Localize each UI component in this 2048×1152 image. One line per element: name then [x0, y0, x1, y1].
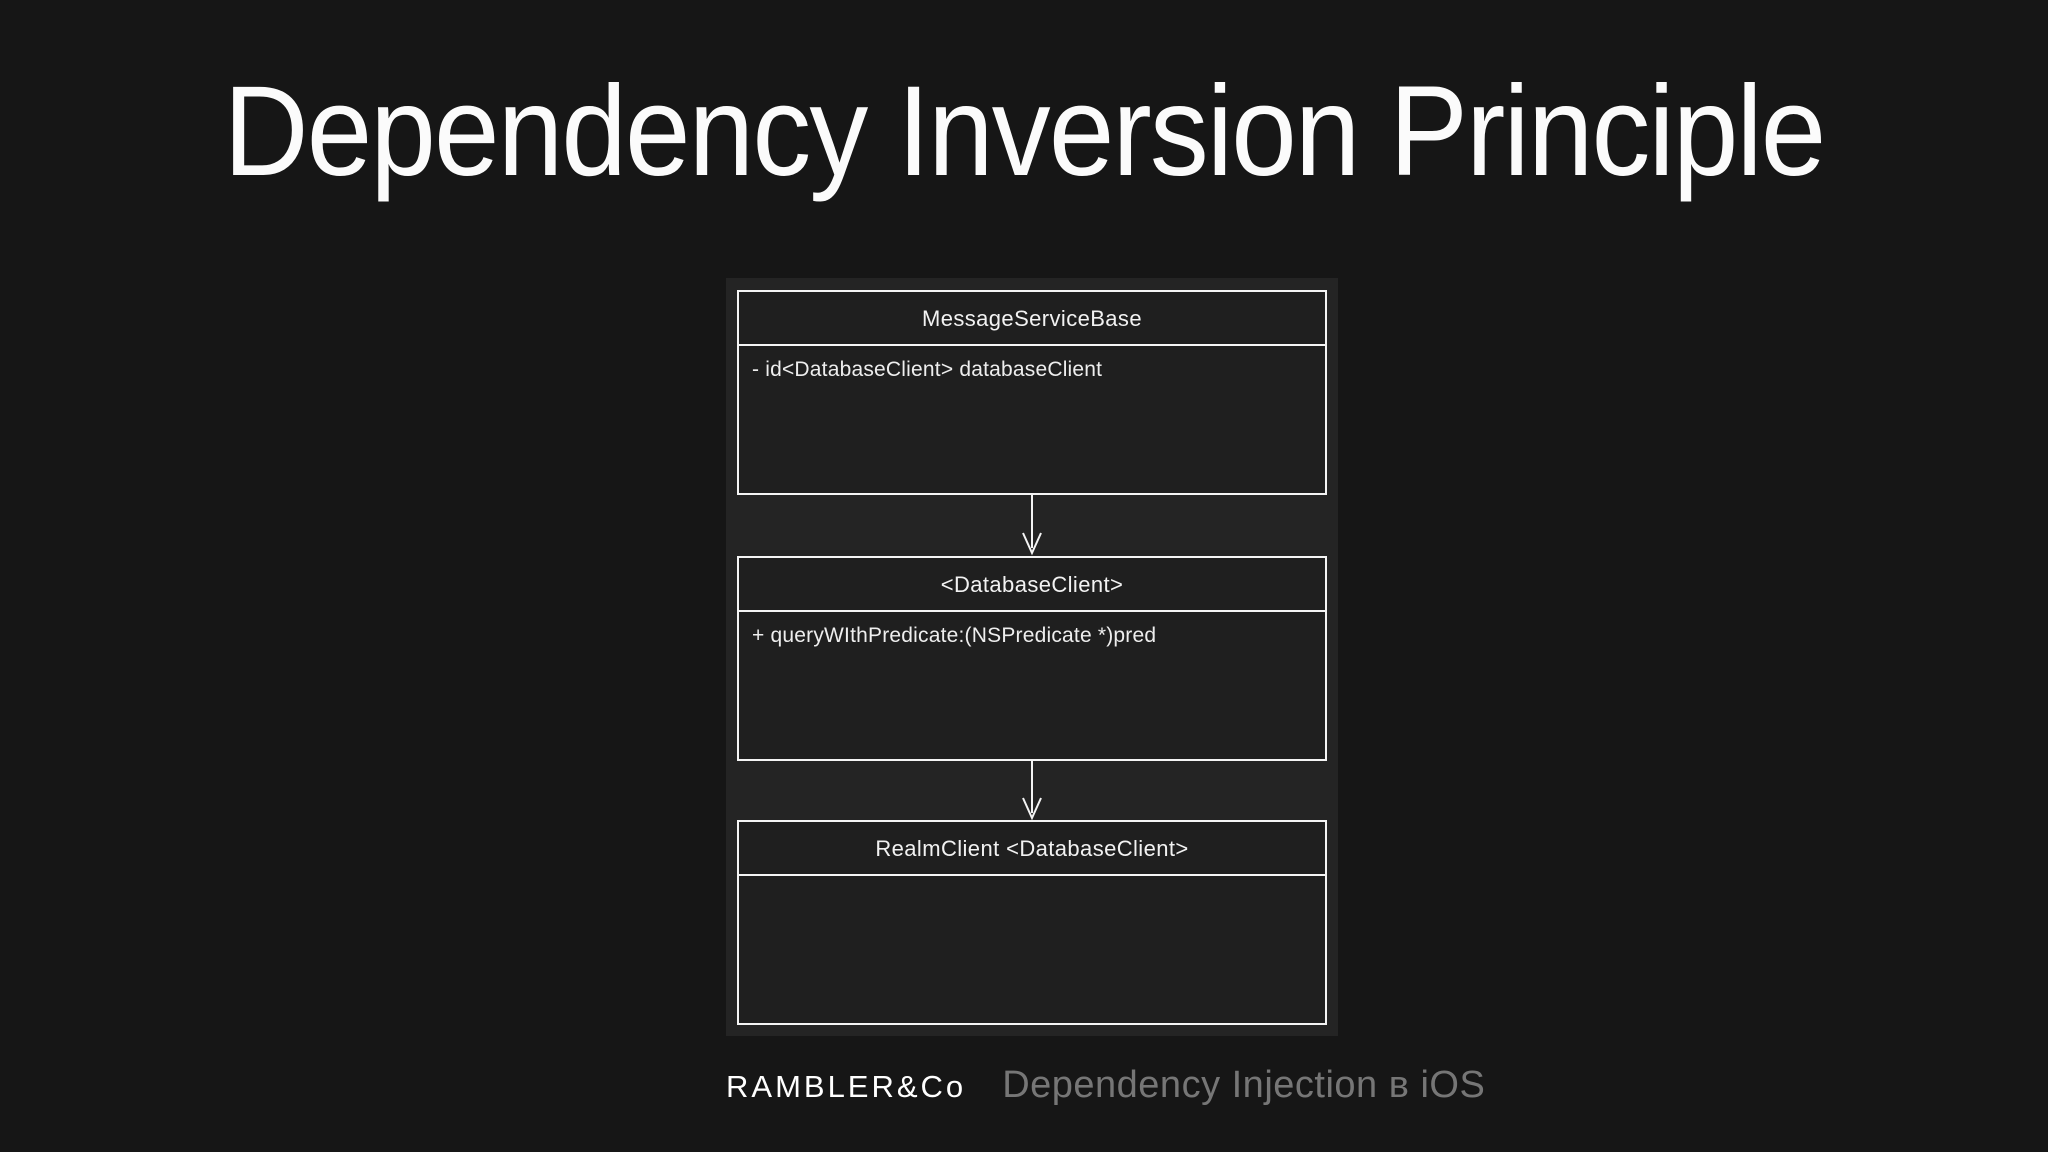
page-title: Dependency Inversion Principle [223, 60, 1827, 203]
rambler-logo: RAMBLER&Co [726, 1069, 967, 1104]
class-member: + queryWIthPredicate:(NSPredicate *)pred [752, 624, 1157, 647]
class-name: <DatabaseClient> [739, 558, 1325, 612]
arrow-down-icon [1018, 759, 1046, 821]
class-name: MessageServiceBase [739, 292, 1325, 346]
class-name: RealmClient <DatabaseClient> [739, 822, 1325, 876]
class-box-realmclient: RealmClient <DatabaseClient> [737, 820, 1327, 1025]
deck-subtitle: Dependency Injection в iOS [1002, 1064, 1486, 1106]
class-member [739, 876, 1325, 900]
uml-diagram: MessageServiceBase - id<DatabaseClient> … [726, 278, 1338, 1036]
class-box-databaseclient: <DatabaseClient> + queryWIthPredicate:(N… [737, 556, 1327, 761]
footer: RAMBLER&Co Dependency Injection в iOS [726, 1064, 1485, 1107]
arrow-down-icon [1018, 494, 1046, 556]
class-box-messageservicebase: MessageServiceBase - id<DatabaseClient> … [737, 290, 1327, 495]
class-member: - id<DatabaseClient> databaseClient [752, 358, 1103, 381]
